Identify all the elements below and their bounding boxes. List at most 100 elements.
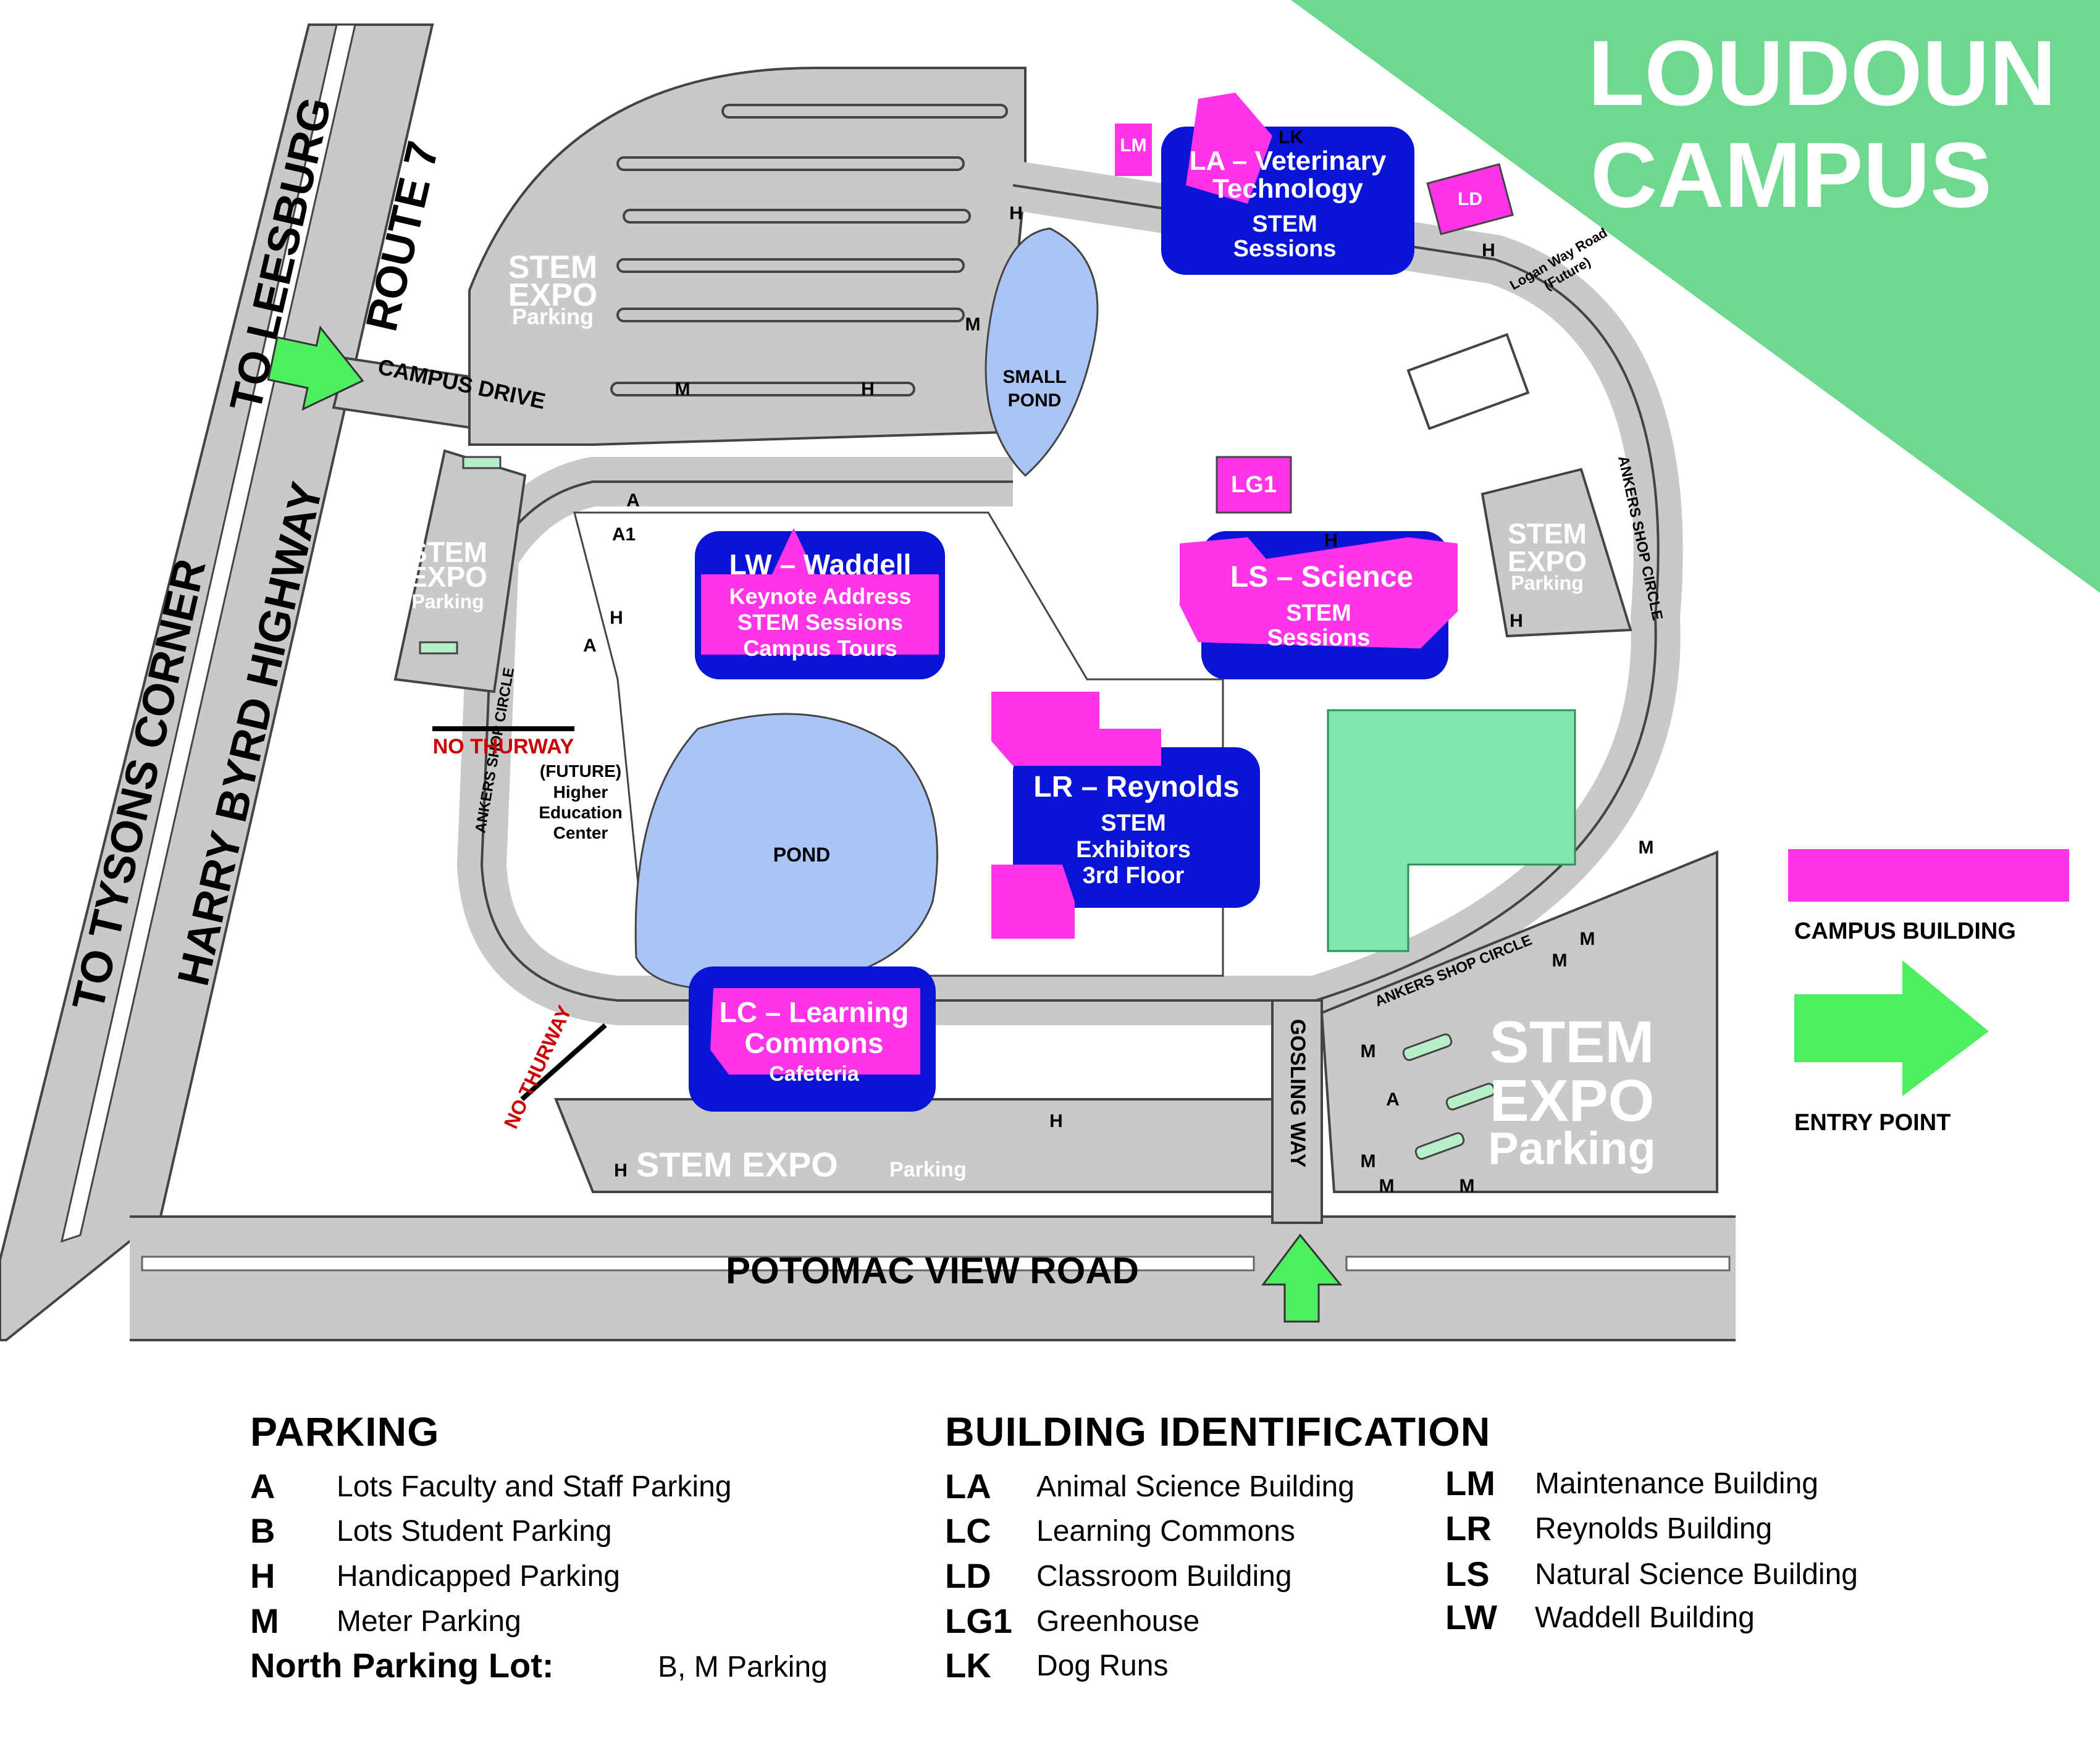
- svg-text:H: H: [861, 379, 875, 400]
- tennis-court: [1406, 333, 1530, 430]
- parking-heading: PARKING: [250, 1409, 440, 1454]
- svg-text:LD: LD: [1458, 189, 1482, 209]
- svg-text:H: H: [614, 1160, 628, 1181]
- parking-desc: Meter Parking: [337, 1605, 521, 1638]
- svg-text:STEM: STEM: [1286, 600, 1351, 626]
- parking-desc: Handicapped Parking: [337, 1560, 620, 1593]
- building-code: LG1: [945, 1601, 1012, 1640]
- building-desc: Learning Commons: [1036, 1515, 1295, 1548]
- legend-building-label: CAMPUS BUILDING: [1794, 918, 2016, 944]
- svg-text:Parking: Parking: [1511, 572, 1583, 594]
- svg-text:M: M: [1639, 837, 1654, 858]
- svg-text:M: M: [1361, 1151, 1376, 1172]
- svg-text:LA – Veterinary: LA – Veterinary: [1190, 146, 1387, 176]
- svg-text:H: H: [1324, 530, 1338, 551]
- svg-text:STEM EXPO: STEM EXPO: [636, 1145, 838, 1184]
- parking-code: H: [250, 1556, 275, 1595]
- svg-text:H: H: [610, 608, 623, 628]
- svg-text:Parking: Parking: [1488, 1123, 1655, 1174]
- small-pond-label-2: POND: [1008, 390, 1062, 411]
- lot-markers: A A1 H A M H M H H H H H H M A M M M M M…: [583, 203, 1653, 1196]
- svg-text:M: M: [1379, 1176, 1395, 1196]
- svg-text:EXPO: EXPO: [408, 561, 487, 593]
- svg-text:Technology: Technology: [1212, 174, 1363, 204]
- building-code: LA: [945, 1467, 991, 1506]
- svg-text:Parking: Parking: [411, 590, 484, 613]
- building-id-heading: BUILDING IDENTIFICATION: [945, 1409, 1491, 1454]
- building-lw[interactable]: LW – Waddell Keynote Address STEM Sessio…: [695, 528, 945, 679]
- parking-code: A: [250, 1467, 275, 1506]
- legend-building-swatch: [1788, 849, 2069, 902]
- building-ls[interactable]: LS – Science STEM Sessions: [1180, 531, 1458, 679]
- svg-text:GOSLING WAY: GOSLING WAY: [1286, 1019, 1309, 1168]
- parking-label-south: STEM EXPO Parking: [636, 1145, 967, 1184]
- small-pond-label: SMALL: [1002, 367, 1066, 387]
- building-lm[interactable]: LM: [1115, 124, 1152, 176]
- svg-text:Sessions: Sessions: [1267, 625, 1371, 651]
- parking-code: M: [250, 1601, 279, 1640]
- svg-text:A: A: [626, 490, 640, 511]
- building-lk-label[interactable]: LK: [1279, 127, 1303, 148]
- svg-text:M: M: [965, 314, 981, 335]
- entry-arrow-route7[interactable]: [264, 319, 372, 420]
- svg-text:3rd Floor: 3rd Floor: [1083, 863, 1185, 889]
- building-desc: Animal Science Building: [1036, 1470, 1354, 1503]
- svg-text:A1: A1: [612, 524, 636, 545]
- building-code: LM: [1445, 1464, 1495, 1503]
- building-lr[interactable]: LR – Reynolds STEM Exhibitors 3rd Floor: [991, 692, 1260, 939]
- building-desc: Classroom Building: [1036, 1560, 1292, 1593]
- svg-text:Higher: Higher: [553, 782, 608, 802]
- svg-text:H: H: [1482, 240, 1495, 261]
- svg-text:STEM: STEM: [508, 249, 597, 285]
- svg-text:LW – Waddell: LW – Waddell: [729, 548, 912, 581]
- svg-text:M: M: [1361, 1041, 1376, 1062]
- entry-arrow-gosling[interactable]: [1261, 1233, 1343, 1323]
- building-lg1[interactable]: LG1: [1216, 456, 1292, 514]
- svg-text:Keynote Address: Keynote Address: [729, 584, 912, 609]
- svg-text:STEM: STEM: [1252, 211, 1317, 237]
- west-parking-lot: [393, 449, 527, 694]
- svg-text:STEM: STEM: [1490, 1009, 1655, 1075]
- parking-label-southeast: STEM EXPO Parking: [1488, 1009, 1655, 1174]
- svg-text:M: M: [1460, 1176, 1475, 1196]
- svg-text:STEM: STEM: [1101, 810, 1166, 836]
- svg-text:H: H: [1009, 203, 1023, 224]
- svg-text:Education: Education: [539, 803, 622, 822]
- svg-text:STEM: STEM: [408, 536, 487, 568]
- building-ld[interactable]: LD: [1426, 163, 1514, 235]
- building-code: LK: [945, 1646, 991, 1685]
- building-code: LS: [1445, 1554, 1490, 1593]
- building-code: LC: [945, 1511, 991, 1550]
- athletic-field: [1327, 709, 1576, 952]
- svg-text:STEM: STEM: [1508, 518, 1587, 550]
- svg-text:NO THURWAY: NO THURWAY: [433, 735, 574, 758]
- svg-text:M: M: [675, 379, 691, 400]
- svg-text:Commons: Commons: [745, 1027, 884, 1059]
- pond-label: POND: [773, 844, 830, 866]
- potomac-view-road: [130, 1215, 1736, 1341]
- building-code: LD: [945, 1556, 991, 1595]
- highway-route7: [0, 23, 434, 1341]
- building-code: LW: [1445, 1598, 1497, 1637]
- svg-text:H: H: [1510, 611, 1523, 631]
- parking-code: B: [250, 1511, 275, 1550]
- svg-text:Cafeteria: Cafeteria: [769, 1062, 860, 1086]
- svg-text:A: A: [583, 635, 597, 656]
- building-la[interactable]: LA – Veterinary Technology STEM Sessions: [1161, 93, 1414, 275]
- legend-entry-label: ENTRY POINT: [1794, 1110, 1951, 1136]
- small-pond: [985, 227, 1099, 477]
- parking-desc: Lots Student Parking: [337, 1515, 612, 1548]
- north-parking-lot: [468, 67, 1027, 446]
- svg-text:LC – Learning: LC – Learning: [720, 996, 909, 1028]
- svg-text:Exhibitors: Exhibitors: [1076, 837, 1191, 863]
- svg-text:M: M: [1580, 929, 1595, 949]
- svg-text:STEM Sessions: STEM Sessions: [737, 610, 903, 635]
- building-lc[interactable]: LC – Learning Commons Cafeteria: [689, 966, 936, 1112]
- building-desc: Reynolds Building: [1535, 1512, 1773, 1545]
- svg-text:Parking: Parking: [889, 1158, 967, 1181]
- east-parking-lot: [1480, 467, 1632, 638]
- building-code: LR: [1445, 1509, 1492, 1548]
- svg-text:EXPO: EXPO: [508, 277, 598, 313]
- legend-area: PARKING A Lots Faculty and Staff Parking…: [0, 1371, 2100, 1744]
